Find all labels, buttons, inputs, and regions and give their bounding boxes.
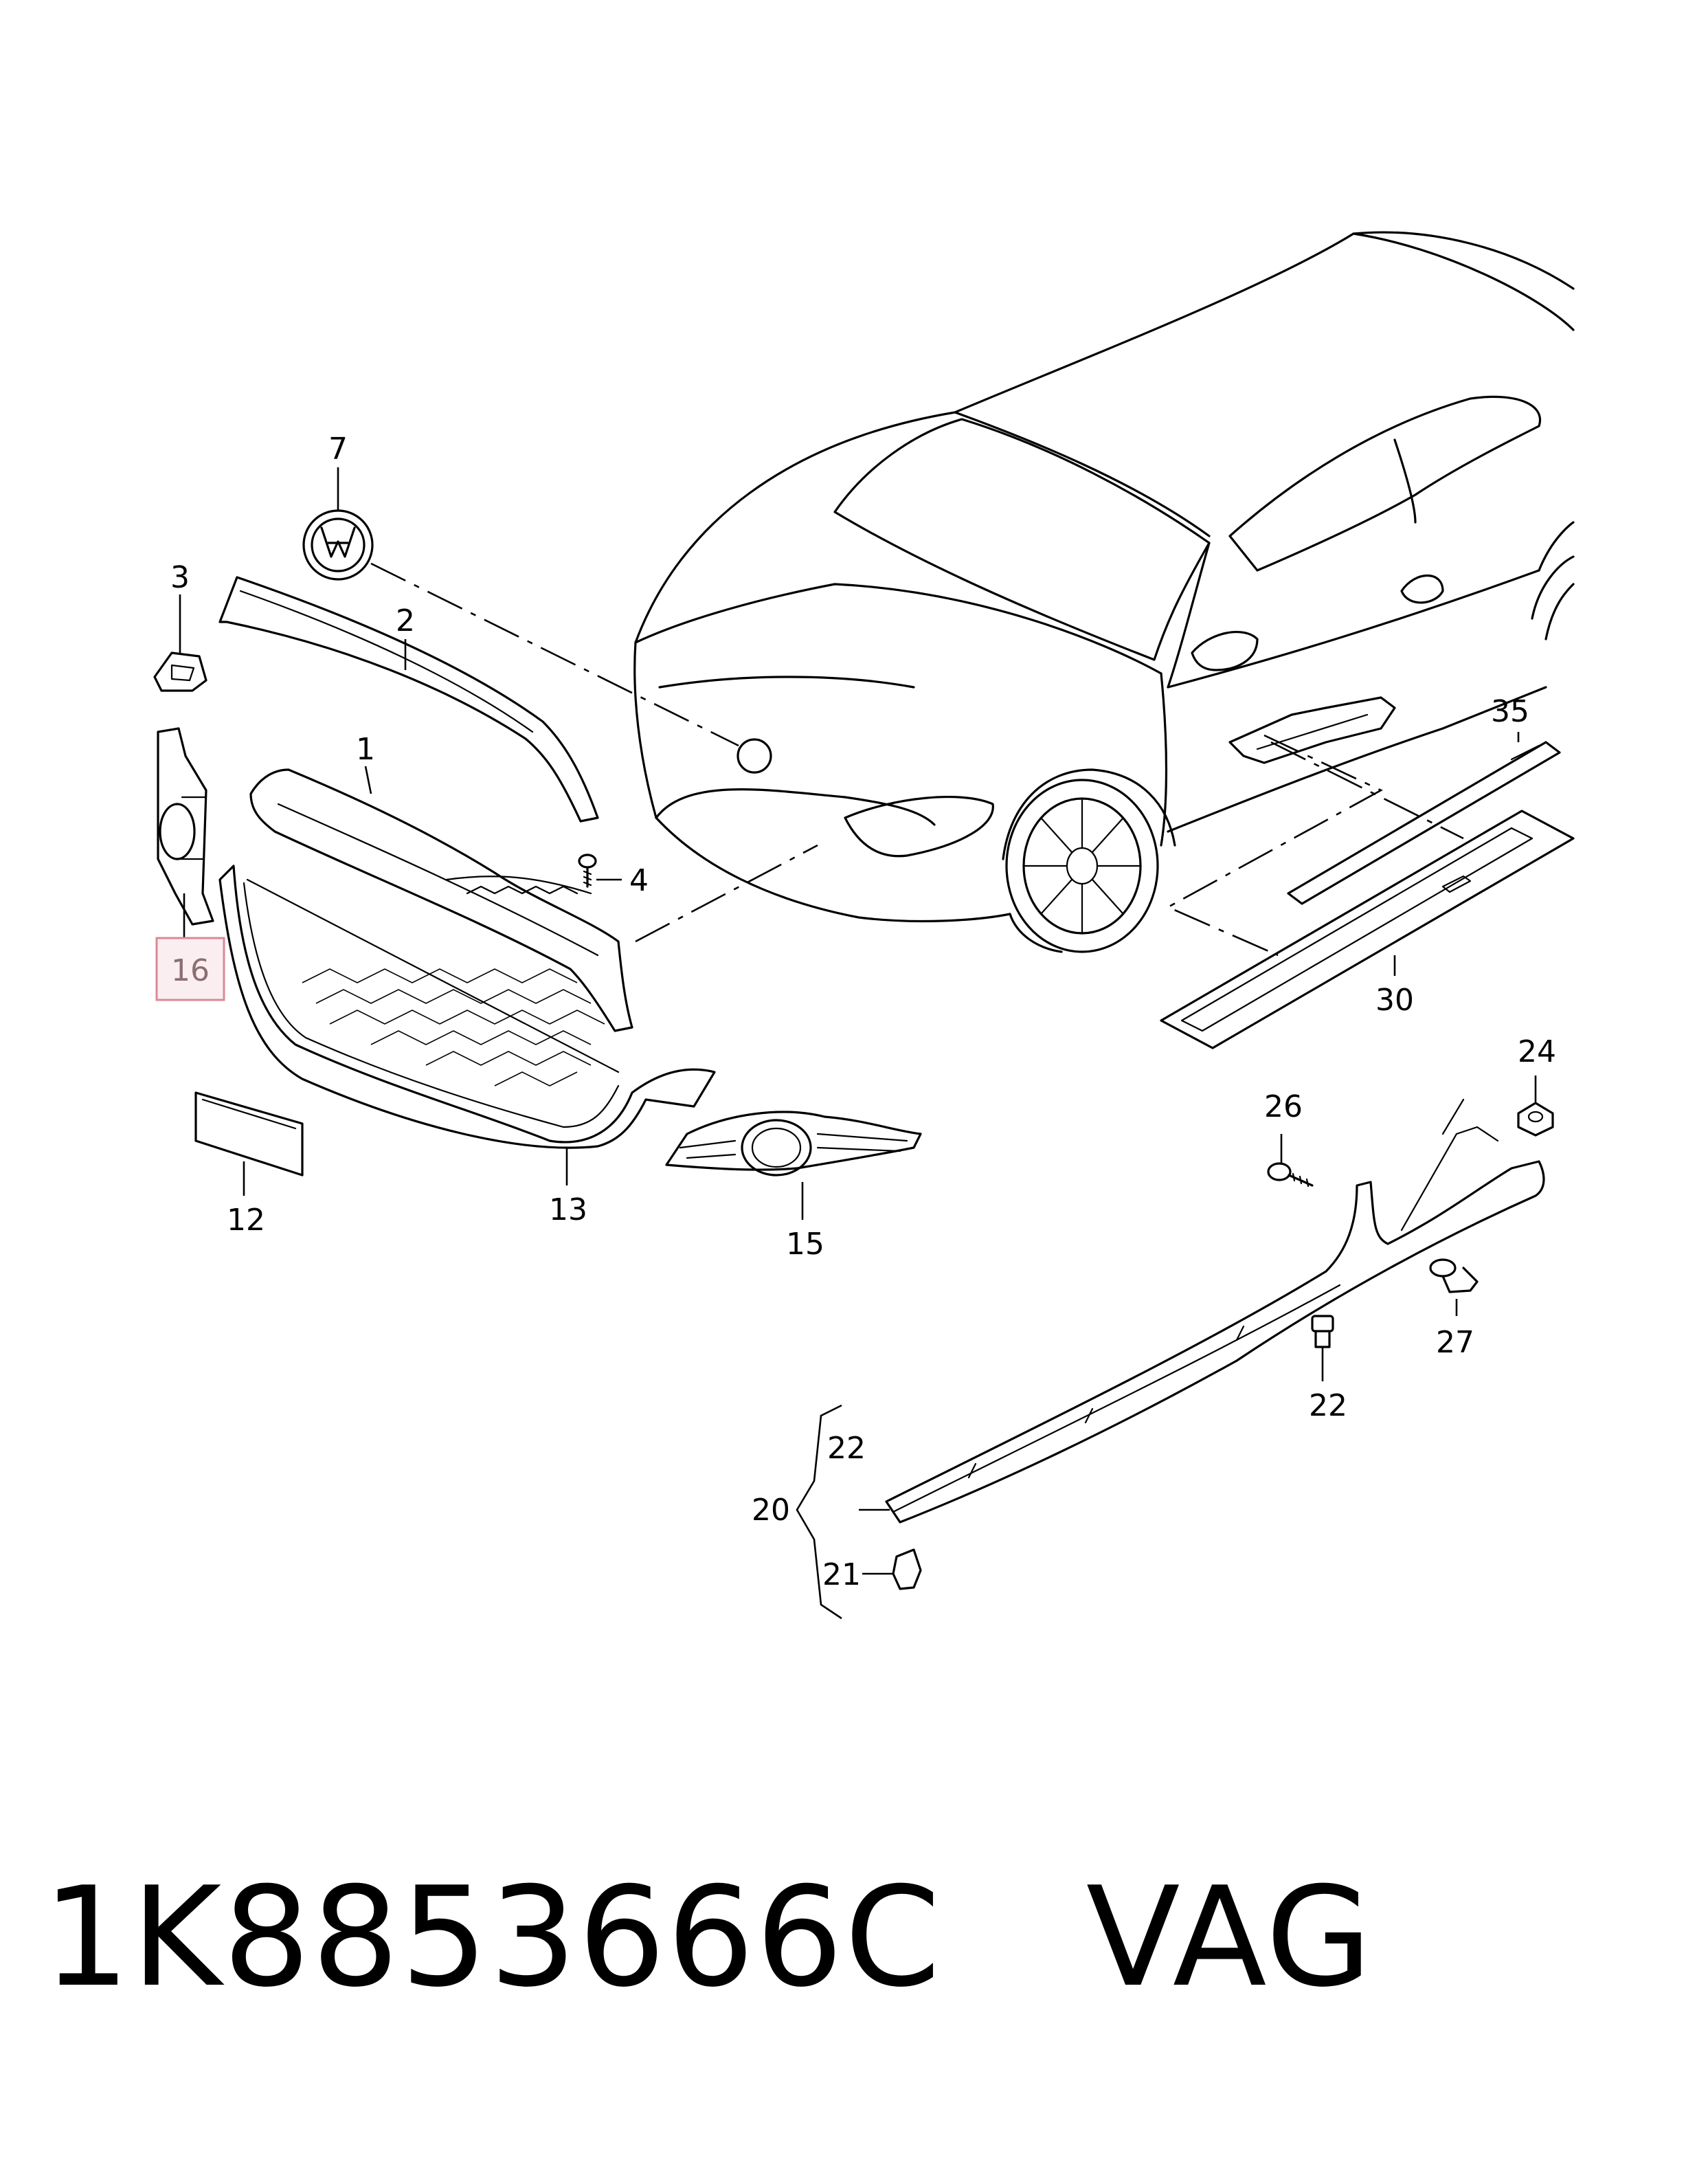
callout-35[interactable]: 35 (1491, 694, 1529, 729)
callout-30[interactable]: 30 (1375, 983, 1414, 1018)
part-4-screw[interactable] (578, 854, 597, 888)
callout-27[interactable]: 27 (1436, 1325, 1474, 1360)
part-7-emblem[interactable] (302, 509, 374, 581)
callout-1[interactable]: 1 (356, 732, 375, 767)
callout-labels: 7 3 2 1 4 16 12 13 15 35 30 24 26 27 22 … (170, 432, 1556, 1592)
callout-3[interactable]: 3 (170, 560, 190, 595)
front-wheel (1002, 768, 1176, 953)
part-24-nut[interactable] (1517, 1102, 1554, 1137)
callout-26[interactable]: 26 (1264, 1089, 1303, 1124)
callout-24[interactable]: 24 (1518, 1034, 1556, 1069)
callout-12[interactable]: 12 (227, 1203, 265, 1238)
callout-4[interactable]: 4 (629, 863, 649, 898)
callout-20[interactable]: 20 (752, 1493, 790, 1528)
callout-22-right[interactable]: 22 (1309, 1388, 1347, 1423)
callout-2[interactable]: 2 (396, 603, 415, 638)
car-illustration (633, 231, 1575, 953)
callout-21[interactable]: 21 (822, 1557, 861, 1592)
sill-bracket-upper (1228, 696, 1396, 764)
part-35-trim-strip[interactable] (1287, 741, 1561, 905)
part-15-foglight-grille[interactable] (665, 1111, 922, 1177)
part-22-plug[interactable] (1311, 1315, 1334, 1348)
dashed-connectors (370, 562, 1464, 957)
part-1-grille-frame[interactable] (249, 768, 633, 1032)
leader-lines (179, 467, 1537, 1620)
part-12-plate[interactable] (194, 1091, 304, 1177)
highlight-box-16 (155, 937, 225, 1001)
part-30-sill-panel[interactable] (1160, 810, 1575, 1049)
part-26-screw[interactable] (1267, 1162, 1314, 1188)
callout-15[interactable]: 15 (786, 1227, 824, 1262)
grille-mesh (302, 968, 605, 1086)
callout-13[interactable]: 13 (549, 1192, 587, 1227)
part-21-clip[interactable] (892, 1548, 922, 1590)
part-20-side-skirt[interactable] (885, 1098, 1545, 1524)
callout-16[interactable]: 16 (171, 953, 210, 988)
callout-7[interactable]: 7 (328, 432, 348, 467)
part-2-upper-trim[interactable] (218, 576, 599, 823)
part-number: 1K8853666C (43, 1858, 942, 2018)
callout-22-left[interactable]: 22 (827, 1431, 866, 1466)
part-3-clip[interactable] (153, 651, 207, 692)
brand-name: VAG (1086, 1858, 1374, 2018)
part-16-bracket[interactable] (157, 727, 214, 926)
part-13-grille[interactable] (218, 865, 716, 1149)
part-27-push-clip[interactable] (1429, 1258, 1479, 1293)
